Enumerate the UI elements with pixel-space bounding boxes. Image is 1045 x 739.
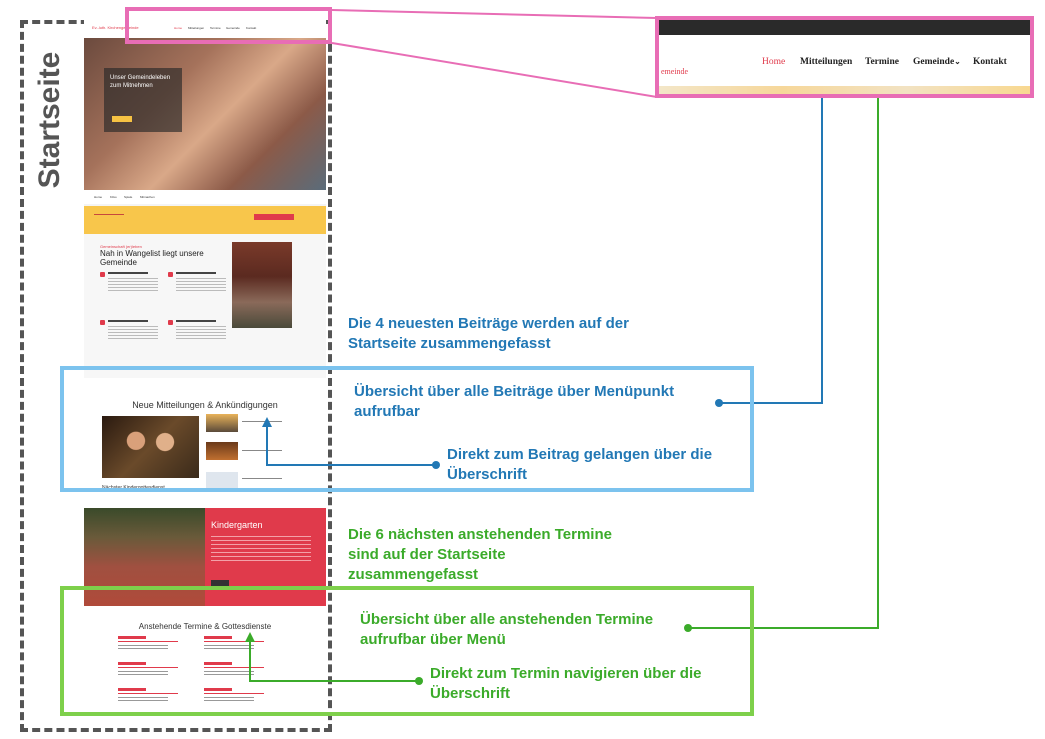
site-nav-home[interactable]: Home	[174, 26, 183, 30]
nav-home[interactable]: Home	[762, 57, 786, 67]
chevron-down-icon: ⌄	[954, 57, 961, 66]
kindergarten-button[interactable]	[211, 580, 229, 586]
nav-highlight-box	[125, 7, 332, 44]
date-entry[interactable]	[118, 662, 208, 678]
about-section: Gemeinschaft (er)leben Nah in Wangelist …	[84, 234, 326, 378]
site-nav-kontakt[interactable]: Kontakt	[246, 26, 257, 30]
news-thumb[interactable]	[206, 442, 238, 460]
dates-menu-dot	[684, 624, 692, 632]
news-title-line[interactable]	[242, 450, 282, 451]
quote-text: ▬▬▬▬▬▬▬▬▬▬	[94, 212, 124, 216]
nav-zoom-panel: emeinde Home Mitteilungen Termine Gemein…	[655, 16, 1034, 98]
about-heading: Nah in Wangelist liegt unsere Gemeinde	[100, 249, 204, 267]
site-nav-mitteilungen[interactable]: Mitteilungen	[188, 26, 205, 30]
dates-heading: Anstehende Termine & Gottesdienste	[138, 622, 272, 631]
hero-button[interactable]	[112, 116, 132, 122]
news-section: Neue Mitteilungen & Ankündigungen Nächst…	[84, 378, 326, 508]
subnav-item[interactable]: Mitmachen	[140, 195, 155, 199]
nav-termine[interactable]: Termine	[865, 57, 899, 67]
note-dates-menu: Übersicht über alle anstehenden Termine …	[360, 611, 654, 648]
quote-button[interactable]	[254, 214, 294, 220]
news-direct-connector	[266, 425, 436, 466]
about-item	[168, 272, 228, 302]
site-nav-termine[interactable]: Termine	[210, 26, 221, 30]
news-direct-arrowhead	[262, 417, 272, 427]
church-photo	[232, 242, 292, 328]
date-entry[interactable]	[204, 636, 294, 652]
news-thumb[interactable]	[206, 472, 238, 490]
zoom-topbar	[659, 20, 1030, 35]
quote-banner: ▬▬▬▬▬▬▬▬▬▬	[84, 206, 326, 234]
about-item	[168, 320, 228, 350]
zoom-hero-strip	[659, 86, 1030, 94]
hero-caption: Unser Gemeindeleben zum Mitnehmen	[104, 68, 182, 132]
dates-highlight-box	[60, 586, 754, 716]
subnav-item[interactable]: KiGo	[110, 195, 117, 199]
dates-menu-connector	[688, 78, 879, 629]
zoom-line-top	[331, 9, 658, 19]
news-thumb[interactable]	[206, 414, 238, 432]
subnav-item[interactable]: Spiele	[124, 195, 133, 199]
dates-direct-connector	[249, 640, 419, 682]
about-item	[100, 320, 160, 350]
about-tag: Gemeinschaft (er)leben	[100, 244, 142, 249]
site-navbar: Ev.-luth. Kirchengemeinde Home Mitteilun…	[84, 18, 326, 38]
zoom-line-bottom	[331, 42, 658, 98]
kindergarten-heading: Kindergarten	[211, 520, 263, 530]
about-item	[100, 272, 160, 302]
hero-image: Unser Gemeindeleben zum Mitnehmen	[84, 38, 326, 190]
dates-direct-dot	[415, 677, 423, 685]
news-menu-connector	[719, 78, 823, 404]
site-logo[interactable]: Ev.-luth. Kirchengemeinde	[92, 25, 139, 30]
hero-text: Unser Gemeindeleben zum Mitnehmen	[110, 75, 171, 89]
dates-section: Anstehende Termine & Gottesdienste	[84, 606, 326, 718]
news-menu-dot	[715, 399, 723, 407]
note-dates-summary: Die 6 nächsten anstehenden Termine sind …	[348, 526, 612, 583]
homepage-preview: Ev.-luth. Kirchengemeinde Home Mitteilun…	[84, 18, 326, 718]
news-title-line[interactable]	[242, 421, 282, 422]
nav-kontakt[interactable]: Kontakt	[973, 57, 1007, 67]
dates-direct-arrowhead	[245, 632, 255, 642]
news-title-line[interactable]	[242, 478, 282, 479]
date-entry[interactable]	[118, 636, 208, 652]
sub-navigation: Home KiGo Spiele Mitmachen	[84, 190, 326, 204]
nav-gemeinde[interactable]: Gemeinde⌄	[913, 57, 961, 67]
site-nav-gemeinde[interactable]: Gemeinde	[226, 26, 240, 30]
note-news-summary: Die 4 neuesten Beiträge werden auf der S…	[348, 315, 629, 352]
nav-mitteilungen[interactable]: Mitteilungen	[800, 57, 853, 67]
news-highlight-box	[60, 366, 754, 492]
date-entry[interactable]	[118, 688, 208, 704]
note-dates-direct: Direkt zum Termin navigieren über die Üb…	[430, 665, 702, 702]
date-entry[interactable]	[204, 688, 294, 704]
news-heading: Neue Mitteilungen & Ankündigungen	[132, 400, 278, 410]
news-direct-dot	[432, 461, 440, 469]
news-main-image[interactable]	[102, 416, 199, 478]
note-news-direct: Direkt zum Beitrag gelangen über die Übe…	[447, 446, 713, 483]
note-news-menu: Übersicht über alle Beiträge über Menüpu…	[354, 383, 675, 420]
date-entry[interactable]	[204, 662, 294, 678]
subnav-item[interactable]: Home	[94, 195, 103, 199]
zoom-site-title: emeinde	[661, 67, 689, 76]
